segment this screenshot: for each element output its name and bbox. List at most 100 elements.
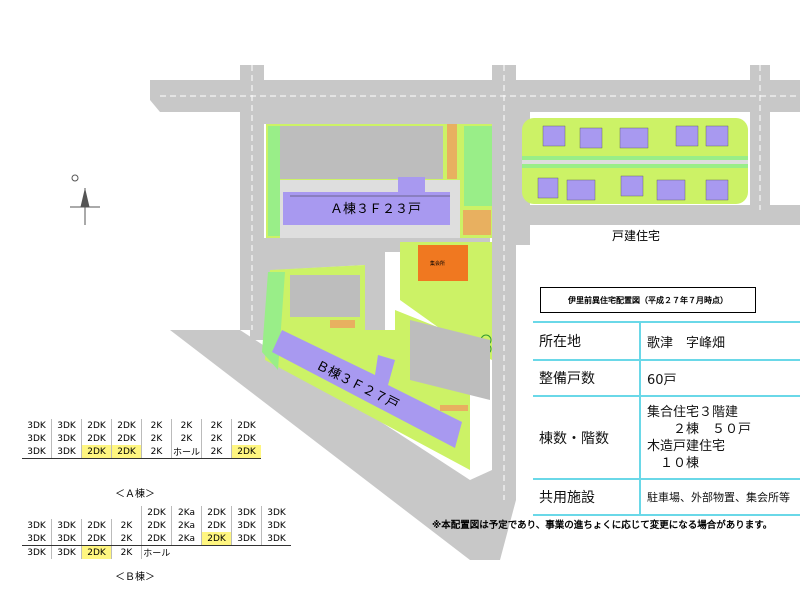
info-line: 木造戸建住宅 — [647, 438, 726, 454]
unit-cell: 2Ka — [171, 506, 202, 519]
road-markings — [160, 65, 800, 500]
unit-cell: 2DK — [231, 445, 261, 459]
building-b — [272, 330, 462, 448]
unit-cell: 2DK — [81, 432, 112, 445]
unit-cell: 2DK — [81, 545, 112, 559]
unit-cell: 2K — [111, 532, 142, 546]
green-space — [464, 126, 492, 206]
unit-cell: 2DK — [111, 419, 142, 432]
unit-cell: 2K — [141, 432, 172, 445]
unit-cell: 2K — [111, 545, 142, 559]
unit-cell: 3DK — [51, 419, 82, 432]
unit-cell: 2K — [141, 445, 172, 459]
unit-cell: 2DK — [141, 532, 172, 546]
unit-cell: 3DK — [261, 506, 291, 519]
unit-cell: 3DK — [261, 532, 291, 546]
unit-cell: 3DK — [51, 519, 82, 532]
house — [619, 127, 649, 149]
unit-cell — [202, 546, 232, 560]
unit-cell: 3DK — [27, 547, 46, 558]
unit-cell: 3DK — [27, 433, 46, 444]
house — [542, 125, 566, 147]
map-title: 伊里前異住宅配置図（平成２７年７月時点） — [540, 287, 756, 313]
unit-cell — [52, 506, 82, 519]
info-row: 棟数・階数 集合住宅３階建 ２棟 ５０戸 木造戸建住宅 １０棟 — [533, 395, 800, 480]
info-key: 共用施設 — [533, 478, 641, 516]
unit-cell: 2K — [111, 519, 142, 532]
unit-cell: 3DK — [51, 532, 82, 546]
info-value: 駐車場、外部物置、集会所等 — [640, 478, 800, 516]
unit-cell: 2DK — [231, 432, 261, 445]
site-a: Ａ棟３Ｆ２３戸 — [266, 124, 492, 238]
house — [579, 127, 603, 149]
unit-cell: 2DK — [111, 432, 142, 445]
info-key: 整備戸数 — [533, 359, 641, 397]
parking-a — [280, 126, 443, 179]
building-a-caption: ＜Ａ棟＞ — [115, 489, 155, 500]
house — [675, 125, 699, 147]
unit-cell: 2DK — [81, 519, 112, 532]
unit-cell: 2K — [201, 432, 232, 445]
unit-cell: 2Ka — [171, 519, 202, 532]
unit-cell: ホール — [171, 445, 202, 459]
unit-cell — [112, 506, 142, 519]
unit-cell: 3DK — [27, 520, 46, 531]
unit-cell: 3DK — [231, 519, 262, 532]
unit-cell: 3DK — [27, 420, 46, 431]
unit-cell: 3DK — [22, 445, 52, 459]
info-row: 共用施設駐車場、外部物置、集会所等 — [533, 478, 800, 516]
info-key: 所在地 — [533, 321, 641, 361]
house — [620, 175, 644, 197]
unit-cell: 2Ka — [171, 532, 202, 546]
house — [705, 179, 729, 201]
unit-cell: 2DK — [201, 506, 232, 519]
unit-cell: 2DK — [141, 519, 172, 532]
unit-cell — [172, 546, 202, 560]
unit-cell — [232, 546, 262, 560]
electric-room — [463, 210, 491, 235]
unit-cell: 2DK — [81, 532, 112, 546]
unit-cell: 2K — [141, 419, 172, 432]
info-key: 棟数・階数 — [533, 395, 641, 480]
unit-cell: 3DK — [261, 519, 291, 532]
unit-cell: 2DK — [231, 419, 261, 432]
building-b-caption: ＜Ｂ棟＞ — [115, 572, 155, 583]
info-value: 60戸 — [640, 359, 800, 397]
unit-cell — [82, 506, 112, 519]
house — [537, 177, 559, 199]
storage-c — [440, 405, 468, 411]
north-arrow-icon — [70, 174, 100, 225]
unit-cell: 2K — [201, 445, 232, 459]
unit-cell: 2K — [171, 419, 202, 432]
unit-cell: 3DK — [22, 532, 52, 546]
info-line: １０棟 — [647, 455, 700, 471]
building-a — [283, 177, 450, 225]
info-row: 所在地歌津 字峰畑 — [533, 321, 800, 361]
unit-cell: 3DK — [51, 545, 82, 559]
meeting-hall-label: 集会所 — [430, 260, 445, 267]
site-hall: 集会所 — [400, 242, 492, 360]
unit-cell: 3DK — [51, 445, 82, 459]
disclaimer-note: ※本配置図は予定であり、事業の進ちょくに応じて変更になる場合があります。 — [432, 520, 773, 531]
unit-cell: 2DK — [81, 419, 112, 432]
storage-a — [447, 124, 457, 179]
info-line: ２棟 ５０戸 — [647, 421, 752, 437]
road-bottom-diagonal — [170, 330, 516, 560]
unit-cell: 2DK — [111, 445, 142, 459]
detached-housing-block — [522, 118, 748, 204]
info-value: 集合住宅３階建 ２棟 ５０戸 木造戸建住宅 １０棟 — [640, 395, 800, 480]
info-value: 歌津 字峰畑 — [640, 321, 800, 361]
unit-cell: 2DK — [201, 532, 232, 546]
road-houses-south — [516, 205, 800, 225]
house — [705, 125, 729, 147]
